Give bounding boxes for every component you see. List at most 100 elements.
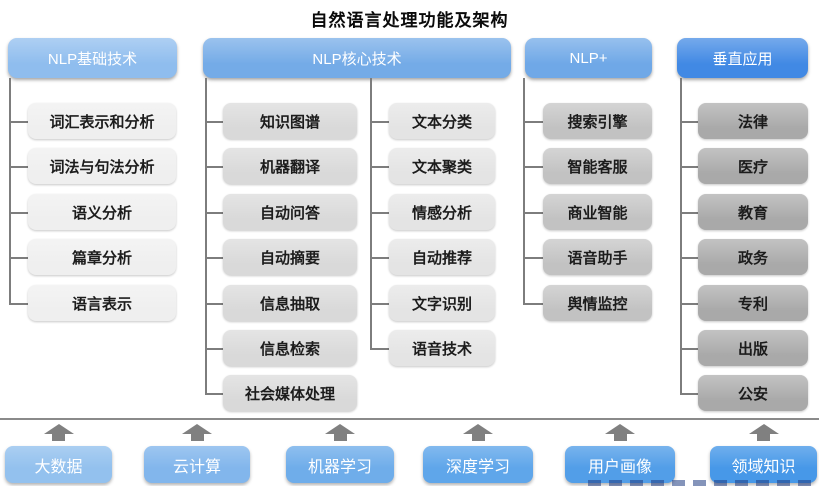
vertical-apps-item: 医疗 (698, 148, 808, 184)
header-nlp-basic: NLP基础技术 (8, 38, 177, 78)
nlp-core-right-item: 文本聚类 (389, 148, 495, 184)
nlp-core-left-item-label: 自动摘要 (259, 249, 320, 267)
vertical-apps-item: 政务 (698, 239, 808, 275)
vertical-apps-connector-line (680, 78, 682, 394)
header-vertical-apps: 垂直应用 (677, 38, 808, 78)
nlp-core-right-connector-stub (370, 257, 389, 259)
nlp-plus-item-label: 搜索引擎 (567, 113, 628, 131)
nlp-core-left-item: 信息抽取 (223, 285, 357, 321)
nlp-core-left-connector-line (205, 78, 207, 394)
nlp-core-right-item-label: 情感分析 (411, 204, 472, 222)
foundation-box: 机器学习 (286, 446, 394, 483)
nlp-basic-item-label: 篇章分析 (71, 249, 132, 267)
nlp-plus-item-label: 语音助手 (567, 249, 628, 267)
nlp-plus-connector-stub (523, 303, 543, 305)
nlp-basic-item-label: 语言表示 (71, 295, 132, 313)
vertical-apps-item: 专利 (698, 285, 808, 321)
foundation-box-label: 深度学习 (445, 458, 510, 476)
nlp-core-right-item: 语音技术 (389, 330, 495, 366)
nlp-plus-connector-stub (523, 121, 543, 123)
nlp-core-left-item-label: 信息检索 (259, 340, 320, 358)
vertical-apps-connector-stub (680, 121, 698, 123)
nlp-core-left-connector-stub (205, 348, 223, 350)
nlp-core-right-connector-stub (370, 303, 389, 305)
nlp-core-right-connector-stub (370, 348, 389, 350)
nlp-core-left-connector-stub (205, 212, 223, 214)
vertical-apps-item-label: 法律 (737, 113, 768, 131)
nlp-core-left-item-label: 机器翻译 (259, 158, 320, 176)
separator-line (0, 418, 819, 420)
nlp-plus-item-label: 智能客服 (567, 158, 628, 176)
header-nlp-basic-label: NLP基础技术 (47, 50, 138, 68)
nlp-basic-item-label: 语义分析 (71, 204, 132, 222)
nlp-plus-connector-stub (523, 257, 543, 259)
vertical-apps-connector-stub (680, 257, 698, 259)
nlp-core-right-item: 文字识别 (389, 285, 495, 321)
nlp-core-right-item: 情感分析 (389, 194, 495, 230)
nlp-basic-item-label: 词汇表示和分析 (49, 113, 155, 131)
vertical-apps-connector-stub (680, 303, 698, 305)
vertical-apps-item-label: 医疗 (737, 158, 768, 176)
nlp-plus-connector-stub (523, 166, 543, 168)
nlp-core-right-item: 文本分类 (389, 103, 495, 139)
nlp-basic-item: 语义分析 (28, 194, 176, 230)
nlp-core-left-connector-stub (205, 166, 223, 168)
foundation-box: 用户画像 (565, 446, 675, 483)
vertical-apps-item-label: 政务 (737, 249, 768, 267)
nlp-core-left-item: 自动摘要 (223, 239, 357, 275)
nlp-core-left-connector-stub (205, 257, 223, 259)
header-nlp-core: NLP核心技术 (203, 38, 511, 78)
vertical-apps-connector-stub (680, 212, 698, 214)
up-arrow-icon (463, 424, 493, 441)
header-nlp-plus-label: NLP+ (569, 49, 608, 67)
foundation-box: 领域知识 (710, 446, 817, 483)
nlp-core-left-connector-stub (205, 121, 223, 123)
nlp-basic-connector-stub (9, 121, 28, 123)
header-vertical-apps-label: 垂直应用 (712, 50, 773, 68)
diagram-title: 自然语言处理功能及架构 (310, 11, 509, 30)
nlp-core-left-item: 机器翻译 (223, 148, 357, 184)
nlp-basic-connector-stub (9, 212, 28, 214)
foundation-box-label: 机器学习 (307, 458, 372, 476)
nlp-plus-item-label: 舆情监控 (567, 295, 628, 313)
header-nlp-core-label: NLP核心技术 (312, 50, 402, 68)
nlp-basic-connector-stub (9, 257, 28, 259)
nlp-core-right-item-label: 文本聚类 (411, 158, 472, 176)
nlp-core-right-item-label: 文字识别 (411, 295, 472, 313)
up-arrow-icon (325, 424, 355, 441)
foundation-box-label: 大数据 (34, 458, 83, 476)
nlp-basic-item: 词法与句法分析 (28, 148, 176, 184)
nlp-core-right-item-label: 自动推荐 (411, 249, 472, 267)
nlp-basic-item: 语言表示 (28, 285, 176, 321)
vertical-apps-connector-stub (680, 348, 698, 350)
nlp-core-right-connector-stub (370, 166, 389, 168)
nlp-core-left-item: 自动问答 (223, 194, 357, 230)
nlp-core-left-connector-stub (205, 393, 223, 395)
nlp-core-left-item-label: 自动问答 (259, 204, 320, 222)
vertical-apps-item: 法律 (698, 103, 808, 139)
nlp-core-right-connector-stub (370, 212, 389, 214)
nlp-plus-connector-stub (523, 212, 543, 214)
nlp-core-right-item-label: 语音技术 (411, 340, 472, 358)
nlp-core-right-item: 自动推荐 (389, 239, 495, 275)
nlp-core-left-item-label: 信息抽取 (259, 295, 320, 313)
nlp-basic-connector-stub (9, 166, 28, 168)
nlp-core-left-item-label: 社会媒体处理 (244, 385, 335, 403)
vertical-apps-connector-stub (680, 166, 698, 168)
foundation-box: 大数据 (5, 446, 112, 483)
foundation-box-label: 领域知识 (731, 458, 796, 476)
nlp-basic-item: 篇章分析 (28, 239, 176, 275)
nlp-basic-item: 词汇表示和分析 (28, 103, 176, 139)
foundation-box: 深度学习 (423, 446, 533, 483)
nlp-plus-item: 舆情监控 (543, 285, 652, 321)
nlp-plus-item: 语音助手 (543, 239, 652, 275)
foundation-box: 云计算 (144, 446, 250, 483)
up-arrow-icon (748, 424, 779, 441)
nlp-basic-item-label: 词法与句法分析 (49, 158, 155, 176)
foundation-box-label: 云计算 (172, 458, 221, 476)
foundation-box-label: 用户画像 (587, 458, 652, 476)
nlp-core-right-item-label: 文本分类 (411, 113, 472, 131)
header-nlp-plus: NLP+ (525, 38, 652, 78)
up-arrow-icon (182, 424, 212, 441)
